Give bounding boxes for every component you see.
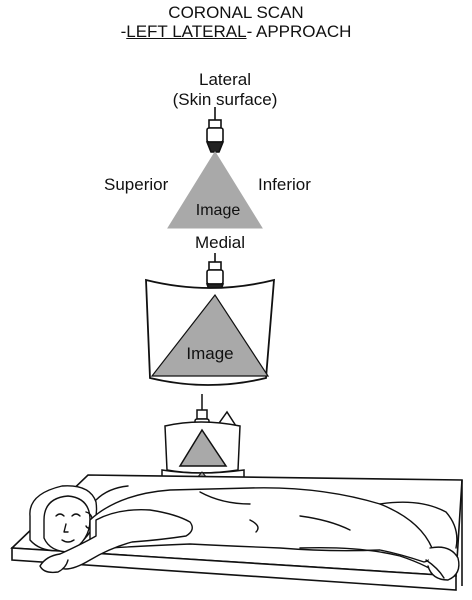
title-line-2: -LEFT LATERAL- APPROACH [0,22,472,41]
label-image-top: Image [195,202,241,219]
label-superior: Superior [104,175,169,194]
middle-image-panel [145,278,275,386]
label-lateral: Lateral [199,70,251,89]
title-underlined: LEFT LATERAL [126,22,247,41]
title-prefix: - [120,22,127,41]
label-inferior: Inferior [258,175,311,194]
patient-figure [29,485,460,581]
title-line-1: CORONAL SCAN [168,3,304,22]
label-medial: Medial [194,233,246,252]
title-suffix: - APPROACH [246,22,352,41]
top-transducer [205,107,225,153]
middle-image-triangle [150,293,270,377]
label-image-middle: Image [186,344,234,363]
label-skin-surface: (Skin surface) [172,90,278,109]
top-image-triangle [167,151,263,229]
